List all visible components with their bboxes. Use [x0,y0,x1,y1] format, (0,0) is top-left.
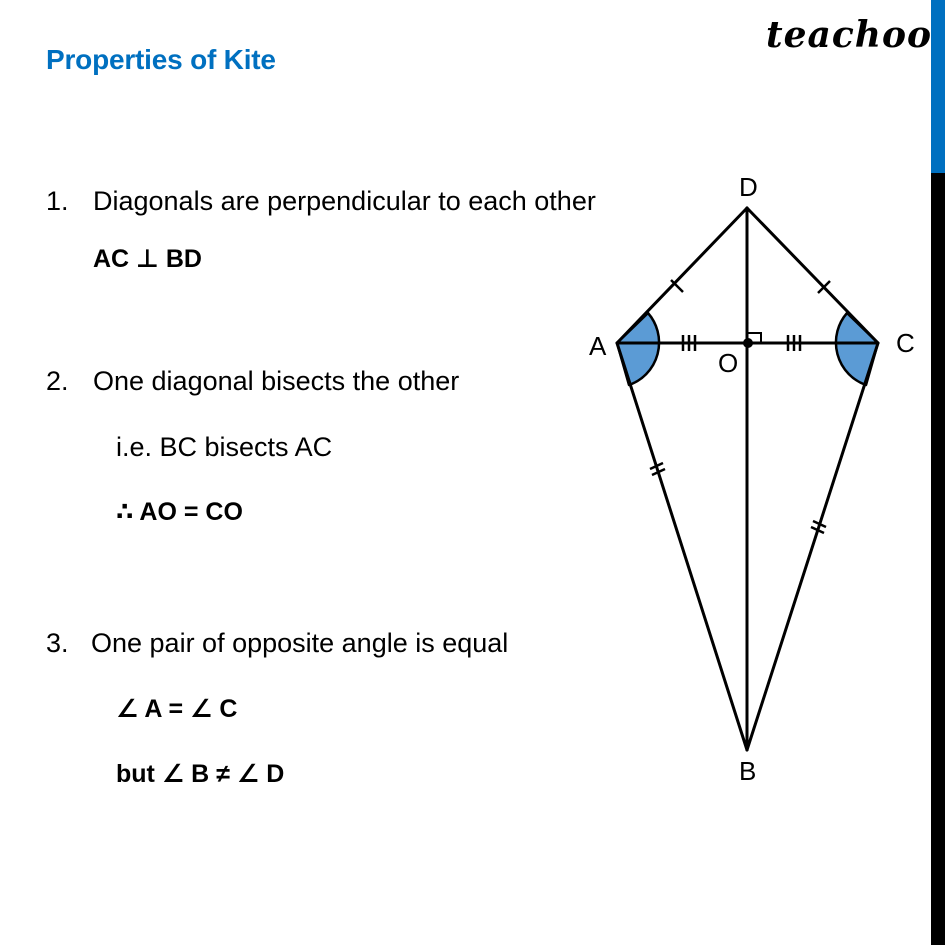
side-ab [615,341,749,752]
edge-bar-dark [931,173,945,945]
property-2-text: One diagonal bisects the other [93,366,460,396]
tick-cd [817,280,831,294]
property-2-detail-1: i.e. BC bisects AC [116,432,333,462]
side-ad [615,206,749,345]
tick-ad [670,279,684,293]
angle-c-marker [834,311,880,387]
label-a: A [589,331,607,361]
property-3-detail-2: but ∠ B ≠ ∠ D [116,760,285,788]
property-2-detail-2: ∴ AO = CO [116,498,243,526]
right-angle-icon [748,332,762,343]
edge-bar-accent [931,0,945,173]
property-1-text: Diagonals are perpendicular to each othe… [93,186,596,216]
tick-cb-2 [810,525,825,535]
property-3-detail-1: ∠ A = ∠ C [116,695,238,723]
property-3-text: One pair of opposite angle is equal [91,628,509,658]
label-b: B [739,756,756,786]
tick-cb-1 [812,519,827,529]
property-3-number: 3. [46,628,69,658]
tick-ab-2 [651,467,666,477]
side-cd [745,206,880,345]
property-2-number: 2. [46,366,69,396]
property-1-detail-1: AC ⊥ BD [93,245,202,273]
page-title: Properties of Kite [46,44,276,75]
property-1-number: 1. [46,186,69,216]
side-cb [745,341,880,752]
tick-ab-1 [649,461,664,471]
angle-a-marker [615,311,661,387]
label-c: C [896,328,915,358]
label-o: O [718,348,738,378]
teachoo-logo: teachoo [766,14,932,56]
point-o [743,338,753,348]
label-d: D [739,172,758,202]
